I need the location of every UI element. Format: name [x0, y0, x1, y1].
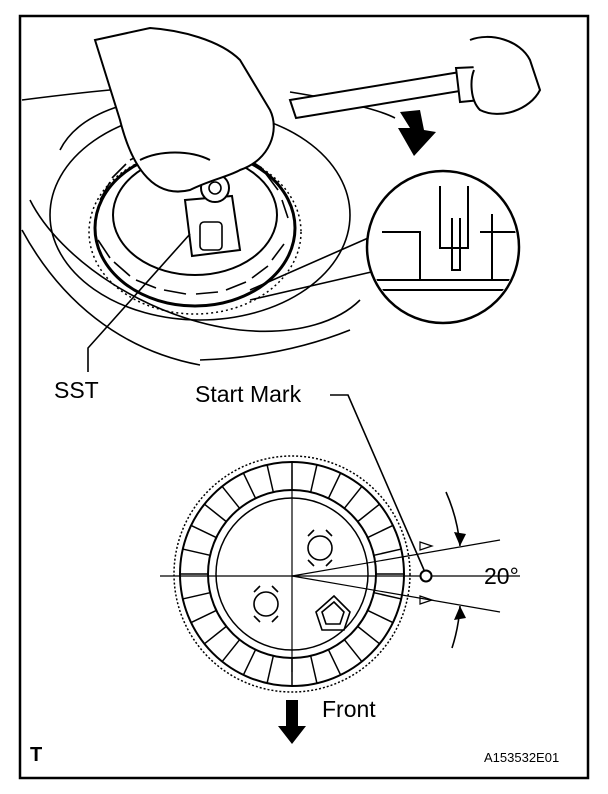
corner-mark: T [30, 744, 43, 766]
ring-segment-divider [266, 655, 275, 684]
pump-bracket-details [253, 529, 351, 631]
ring-segment-divider [309, 464, 318, 493]
ring-segment-divider [242, 472, 257, 499]
alignment-detail-callout [249, 169, 521, 325]
start-mark-leader-line [330, 394, 425, 571]
angle-tick-lower [419, 595, 434, 605]
angle-tick-upper [419, 541, 434, 551]
angle-label: 20° [484, 563, 519, 589]
ring-segment-divider [343, 485, 363, 509]
ring-segment-divider [357, 625, 381, 645]
ring-segment-divider [373, 591, 402, 600]
figure-id: A153532E01 [484, 750, 560, 765]
ring-segment-divider [182, 548, 211, 557]
angle-reference-lines [160, 470, 520, 672]
start-mark-label: Start Mark [195, 381, 302, 407]
ring-segment-divider [203, 503, 227, 523]
rotation-direction-arrow [398, 110, 436, 156]
ring-segment-divider [190, 524, 217, 539]
ring-segment-divider [373, 548, 402, 557]
ring-segment-divider [203, 625, 227, 645]
hand-illustration [93, 26, 542, 193]
fuel-pump-lock-ring [88, 145, 302, 315]
ring-segment-divider [221, 485, 241, 509]
ring-segment-divider [266, 464, 275, 493]
ring-segment-divider [309, 655, 318, 684]
start-mark-circle [419, 569, 433, 583]
angle-arrowhead-lower [454, 606, 466, 620]
sst-label: SST [54, 377, 99, 403]
figure-border [18, 14, 590, 780]
ring-segment-divider [221, 639, 241, 663]
angle-arrowhead-upper [454, 532, 466, 546]
sst-tool [183, 64, 504, 258]
ring-segment-divider [357, 503, 381, 523]
front-label: Front [322, 696, 376, 722]
ring-segment-divider [367, 609, 394, 624]
ring-segment-divider [343, 639, 363, 663]
ring-segment-divider [190, 609, 217, 624]
ring-segment-divider [367, 524, 394, 539]
ring-segment-divider [182, 591, 211, 600]
angle-dimension-arrow [445, 491, 461, 649]
sst-leader-line [87, 233, 191, 372]
ring-segment-divider [242, 649, 257, 676]
ring-segment-divider [327, 649, 342, 676]
ring-segment-divider [327, 472, 342, 499]
front-direction-arrow [278, 700, 306, 744]
